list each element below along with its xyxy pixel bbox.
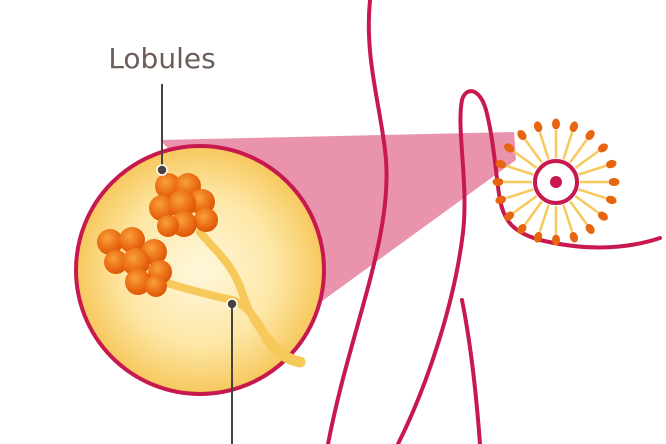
lobule-spoke — [506, 188, 534, 200]
lobule-spoke — [569, 200, 588, 225]
duct-callout-dot — [226, 298, 238, 310]
breast-front-view — [492, 118, 620, 246]
lobule-spoke — [524, 139, 543, 164]
radial-lobule — [585, 223, 595, 234]
radial-lobule — [533, 231, 543, 243]
radial-lobule — [605, 195, 617, 205]
lobule-cluster-upper — [149, 173, 218, 237]
lobule-spoke — [574, 195, 599, 214]
lobule-spoke — [569, 139, 588, 164]
lobule-spoke — [506, 164, 534, 176]
lobule-spoke — [513, 150, 538, 169]
radial-lobule — [504, 143, 515, 153]
lobule-spoke — [578, 188, 606, 200]
lobules-callout-dot — [156, 164, 168, 176]
body-outline-back — [326, 0, 389, 444]
lobule-spoke — [524, 200, 543, 225]
body-outline-lower — [460, 298, 482, 444]
radial-lobule — [495, 195, 507, 205]
radial-lobule — [597, 143, 608, 153]
lobules-label: Lobules — [108, 42, 215, 75]
radial-lobule — [495, 159, 507, 169]
body-outline-front — [396, 89, 662, 444]
lobule-spoke — [513, 195, 538, 214]
lobule-cluster-lower — [97, 227, 172, 297]
radial-lobule — [517, 223, 527, 234]
radial-lobule — [585, 130, 595, 141]
radial-lobule — [492, 178, 504, 186]
radial-lobule — [552, 118, 560, 130]
radial-lobule — [605, 159, 617, 169]
radial-lobule — [608, 178, 620, 186]
radial-lobule — [533, 121, 543, 133]
lobule-spoke — [538, 132, 550, 160]
lobule-spoke — [538, 204, 550, 232]
lobule-spoke — [562, 132, 574, 160]
lobule-spoke — [574, 150, 599, 169]
radial-lobules — [492, 118, 620, 246]
radial-lobule — [597, 211, 608, 221]
radial-lobule — [504, 211, 515, 221]
lobule-spoke — [578, 164, 606, 176]
nipple — [550, 176, 562, 188]
radial-lobule — [569, 121, 579, 133]
lobule-spoke — [562, 204, 574, 232]
radial-lobule — [569, 231, 579, 243]
radial-lobule — [552, 234, 560, 246]
radial-lobule — [517, 130, 527, 141]
